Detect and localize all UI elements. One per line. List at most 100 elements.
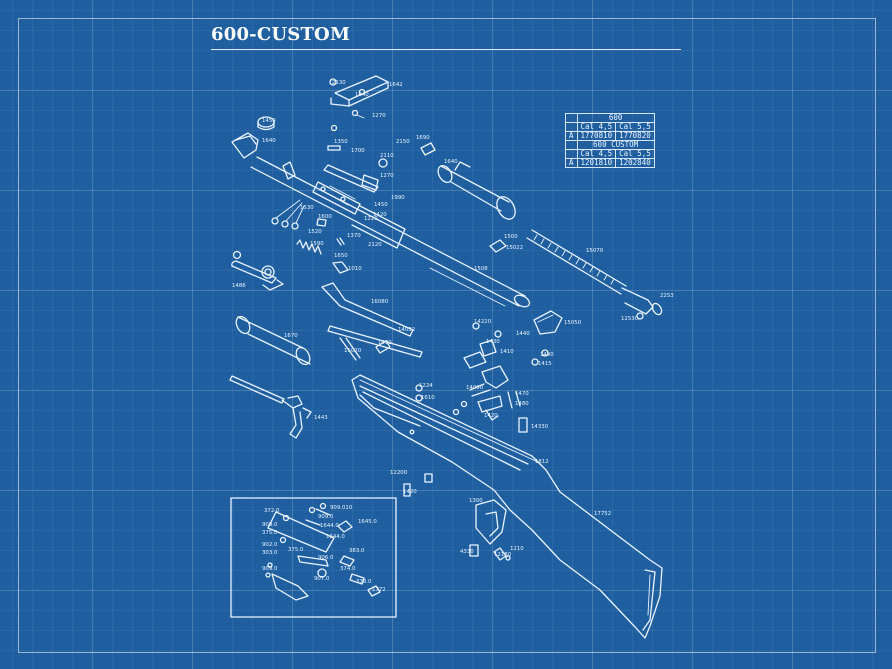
safety-part — [231, 250, 284, 291]
part-label: 1350 — [334, 139, 348, 145]
part-label: 14090 — [466, 385, 484, 391]
part-label: 1010 — [348, 266, 362, 272]
part-label: 4330 — [460, 549, 474, 555]
part-label: 1450 — [374, 202, 388, 208]
part-label: 12200 — [390, 470, 408, 476]
part-label: 378.0 — [356, 579, 372, 585]
part-label: 1370 — [347, 233, 361, 239]
part-label: 15070 — [586, 248, 604, 254]
part-label: 1410 — [500, 349, 514, 355]
part-label: 1990 — [391, 195, 405, 201]
barrel-assembly — [250, 156, 531, 308]
part-label: 303.0 — [262, 550, 278, 556]
drawing-border — [18, 18, 876, 653]
part-label: 15020 — [344, 348, 362, 354]
part-label: 1420 — [403, 489, 417, 495]
part-number-labels: 2130 1642 1640 1270 1450 1640 1350 1700 … — [232, 80, 674, 593]
part-label: 1642 — [389, 82, 403, 88]
part-label: 1270 — [372, 113, 386, 119]
part-label: 1590 — [310, 241, 324, 247]
part-label: 17752 — [594, 511, 611, 517]
part-label: 12530 — [621, 316, 639, 322]
part-label: 1640 — [444, 159, 458, 165]
part-label: 14032 — [398, 327, 415, 333]
part-label: 909.0 — [318, 514, 334, 520]
piston-part — [437, 161, 516, 220]
drawing-title: 600-CUSTOM — [211, 24, 351, 45]
breech-latch — [533, 310, 644, 335]
part-label: 15050 — [564, 320, 582, 326]
title-underline — [211, 49, 681, 50]
part-label: 1486 — [232, 283, 246, 289]
part-label: 1812 — [535, 459, 549, 465]
small-spring — [296, 239, 349, 274]
part-label: 1420 — [484, 413, 498, 419]
part-label: 907.0 — [314, 576, 330, 582]
part-label: 2150 — [396, 139, 410, 145]
sight-screws — [327, 109, 365, 151]
part-label: 1640 — [355, 92, 369, 98]
part-label: 1210 — [510, 546, 524, 552]
part-label: 1530 — [300, 205, 314, 211]
part-label: 1490 — [540, 352, 554, 358]
cap-part — [257, 116, 275, 131]
part-label: 14330 — [531, 424, 549, 430]
part-label: 1600 — [318, 214, 332, 220]
spec-table: 600 Cal 4,5 Cal 5,5 A 1770810 1770820 60… — [565, 113, 655, 168]
rear-sight-part — [329, 75, 389, 107]
part-label: 1270 — [380, 173, 394, 179]
part-label: 1610 — [421, 395, 435, 401]
part-label: 1500 — [504, 234, 518, 240]
part-label: 2110 — [380, 153, 394, 159]
part-label: 1508 — [474, 266, 488, 272]
cylinder-cap — [235, 315, 311, 366]
part-label: 372.0 — [264, 508, 280, 514]
spec-cell: 1202840 — [615, 158, 655, 168]
part-label: 1470 — [515, 391, 529, 397]
part-label: 375.0 — [262, 530, 278, 536]
part-label: 374.0 — [340, 566, 356, 572]
part-label: 1650 — [334, 253, 348, 259]
part-label: 1700 — [351, 148, 365, 154]
part-label: 383.0 — [349, 548, 365, 554]
part-label: 1690 — [416, 135, 430, 141]
part-label: 902.0 — [262, 542, 278, 548]
part-label: 906.0 — [318, 555, 334, 561]
part-label: 1440 — [516, 331, 530, 337]
inset-detail — [230, 497, 397, 618]
part-label: 2130 — [332, 80, 346, 86]
part-label: 375.0 — [288, 547, 304, 553]
part-label: 1415 — [538, 361, 552, 367]
sear-levers — [321, 282, 423, 361]
part-label: 1450 — [262, 118, 276, 124]
trigger-group — [229, 375, 312, 439]
rifle-stock — [351, 374, 663, 639]
part-label: 1640 — [262, 138, 276, 144]
part-label: 1480 — [515, 401, 529, 407]
part-label: 14220 — [474, 319, 492, 325]
part-label: 16080 — [371, 299, 389, 305]
part-label: 909.0 — [262, 566, 278, 572]
part-label: 1670 — [284, 333, 298, 339]
part-label: 1443 — [314, 415, 328, 421]
mainspring — [526, 229, 663, 316]
front-sight-part — [231, 132, 259, 159]
part-label: 2253 — [660, 293, 674, 299]
part-label: 909.010 — [330, 505, 353, 511]
cocking-lever — [323, 142, 436, 193]
part-label: 1300 — [469, 498, 483, 504]
part-label: 1644.0 — [320, 523, 339, 529]
part-label: 1220 — [364, 216, 378, 222]
part-label: 2120 — [368, 242, 382, 248]
part-label: 15022 — [506, 245, 523, 251]
part-label: 1430 — [486, 339, 500, 345]
part-label: 1644.0 — [326, 534, 345, 540]
part-label: 1772 — [372, 587, 386, 593]
part-label: 909.0 — [262, 522, 278, 528]
part-label: 12180 — [494, 552, 512, 558]
trigger-mechanism — [415, 322, 549, 433]
pin-parts — [271, 199, 345, 246]
stop-part — [489, 239, 507, 253]
